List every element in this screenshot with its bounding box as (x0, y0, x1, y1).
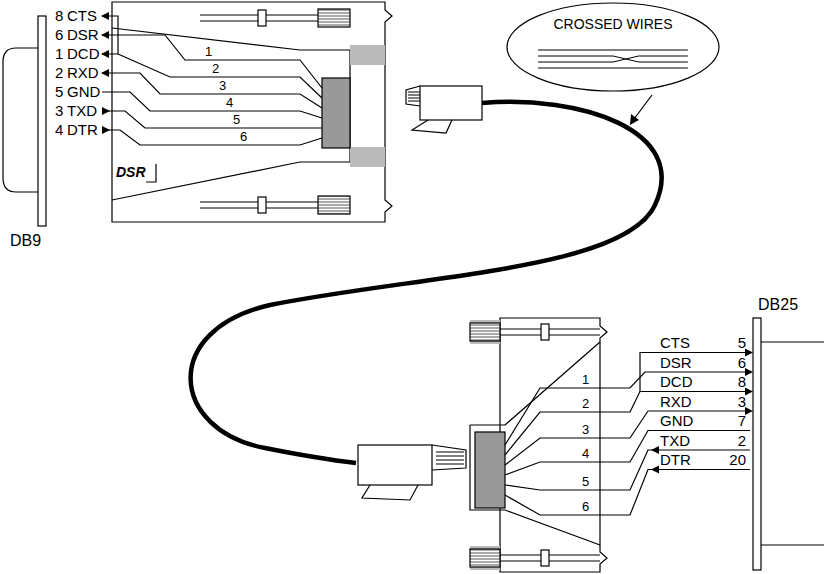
pin-number: 7 (738, 413, 746, 429)
signal-name: DSR (67, 27, 99, 43)
variant-mark (146, 164, 156, 182)
wire-number: 4 (226, 96, 233, 109)
wire-number: 3 (219, 79, 226, 92)
wire-number: 5 (582, 475, 589, 488)
pin-number: 8 (55, 8, 63, 24)
signal-name: TXD (660, 433, 690, 449)
rj-plug (406, 86, 482, 133)
pin-number: 8 (738, 374, 746, 390)
pin-number: 2 (738, 433, 746, 449)
pin-number: 5 (55, 84, 63, 100)
callout-outline (506, 2, 720, 92)
signal-name: DTR (660, 452, 691, 468)
modular-jack (475, 432, 505, 508)
wire-number: 6 (240, 130, 247, 143)
signal-name: TXD (67, 103, 97, 119)
callout-text: CROSSED WIRES (506, 2, 720, 32)
adapter-wire (505, 353, 750, 516)
signal-name: DCD (660, 374, 693, 390)
pin-number: 6 (55, 27, 63, 43)
signal-name: GND (660, 413, 693, 429)
signal-name: RXD (660, 394, 692, 410)
crossed-wire (538, 56, 688, 62)
pin-number: 5 (738, 335, 746, 351)
signal-arrow (651, 349, 753, 474)
pin-number: 1 (55, 46, 63, 62)
signal-name: CTS (660, 335, 690, 351)
cable (191, 102, 662, 463)
wire-number: 3 (582, 423, 589, 436)
signal-name: CTS (67, 8, 97, 24)
callout-arrow (634, 95, 652, 119)
connector-label: DB9 (10, 232, 41, 250)
wire-number: 1 (582, 373, 589, 386)
crossed-wire (538, 50, 688, 51)
rj-plug (358, 445, 466, 500)
signal-name: RXD (67, 65, 99, 81)
modular-jack (322, 78, 350, 148)
signal-arrow (101, 12, 110, 134)
crossed-wire (538, 56, 688, 62)
thumb-screw (470, 323, 600, 567)
wire-number: 2 (582, 397, 589, 410)
wire-number: 4 (582, 447, 589, 460)
adapter-wire (102, 16, 322, 145)
signal-name: DCD (67, 46, 100, 62)
variant-label: DSR (116, 164, 146, 180)
pin-number: 3 (738, 394, 746, 410)
crossed-wire (538, 68, 688, 69)
wire-number: 5 (233, 113, 240, 126)
wire-number: 2 (212, 62, 219, 75)
pin-number: 3 (55, 103, 63, 119)
wire-number: 1 (205, 45, 212, 58)
db9-body (3, 48, 38, 192)
pin-number: 4 (55, 122, 63, 138)
callout-bubble: CROSSED WIRES (506, 2, 720, 92)
wire-number: 6 (582, 500, 589, 513)
db9-adapter-body (112, 28, 350, 200)
pin-number: 2 (55, 65, 63, 81)
pin-number: 20 (729, 452, 746, 468)
signal-name: DTR (67, 122, 98, 138)
signal-name: GND (67, 84, 100, 100)
db25-flange (753, 318, 761, 570)
connector-label: DB25 (758, 296, 798, 314)
db25-body (761, 342, 824, 545)
signal-name: DSR (660, 355, 692, 371)
db25-adapter-shell (500, 318, 607, 572)
db9-flange (38, 16, 46, 226)
pin-number: 6 (738, 355, 746, 371)
